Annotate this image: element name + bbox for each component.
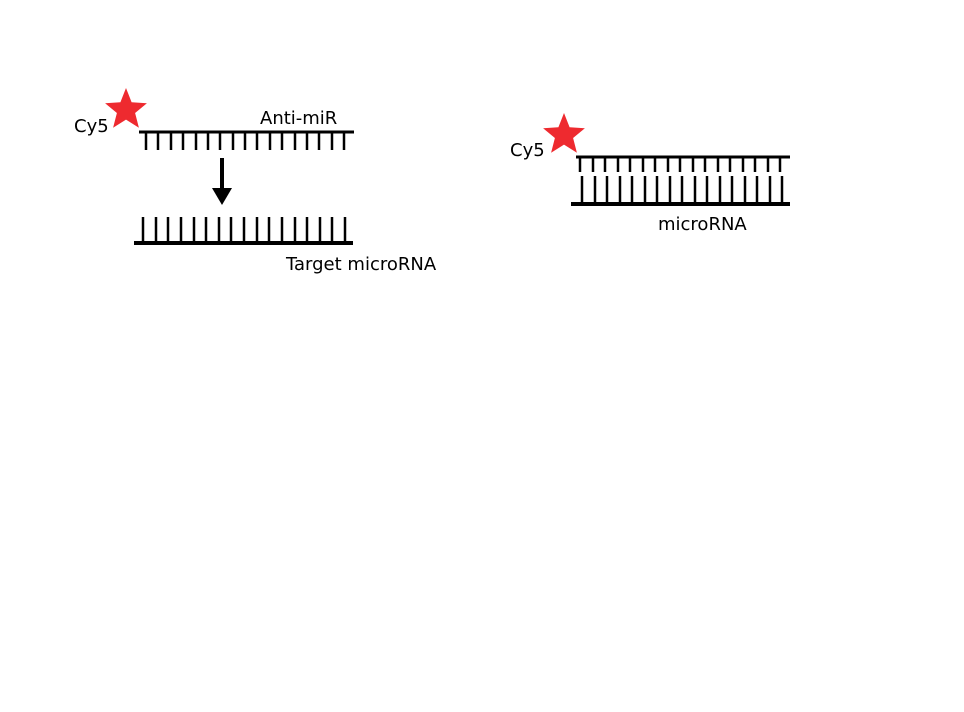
right-panel: Cy5 microRNA (510, 113, 790, 235)
target-microrna-strand (134, 217, 353, 245)
duplex-microrna-bases (580, 176, 784, 204)
left-panel: Cy5 Anti-miR Target microRNA (74, 88, 437, 275)
cy5-star-left-icon (105, 88, 147, 128)
duplex-strands (571, 155, 790, 206)
duplex-anti-mir-bases (578, 157, 782, 172)
cy5-star-right-icon (543, 113, 585, 153)
arrow-down-icon (212, 188, 232, 205)
cy5-label-left: Cy5 (74, 116, 109, 137)
anti-mir-label: Anti-miR (260, 108, 337, 129)
target-microrna-bases (141, 217, 347, 243)
binding-arrow (212, 158, 232, 205)
target-microrna-label: Target microRNA (285, 254, 437, 275)
microrna-label: microRNA (658, 214, 747, 235)
cy5-label-right: Cy5 (510, 140, 545, 161)
anti-mir-strand (139, 130, 354, 150)
anti-mir-bases (144, 132, 346, 150)
